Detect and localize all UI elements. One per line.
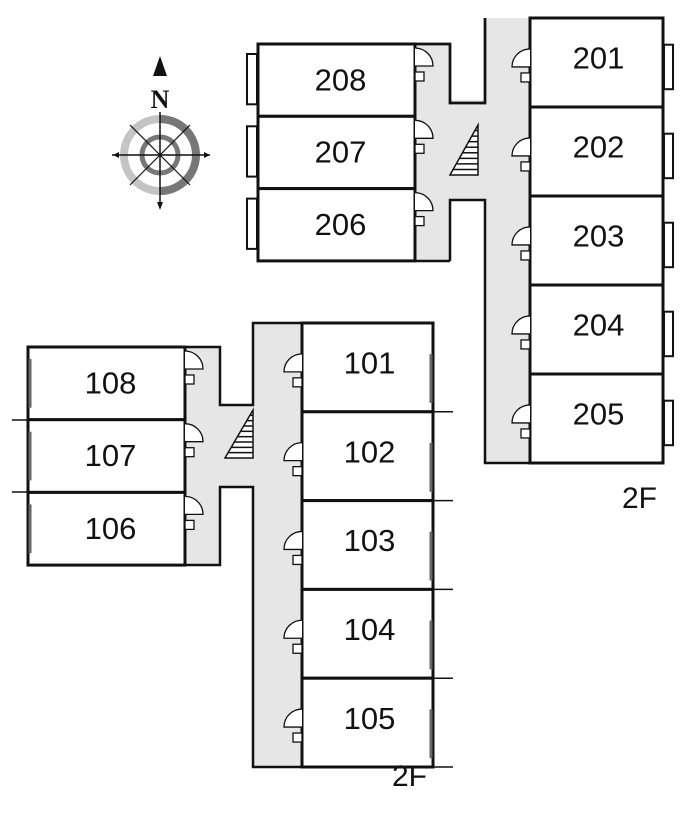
room-number: 204 [573, 308, 625, 343]
door-icon [184, 495, 204, 531]
room-number: 105 [344, 701, 396, 736]
north-label: N [151, 85, 170, 114]
balcony [663, 43, 674, 91]
room-202: 202 [511, 105, 674, 198]
door-icon [414, 119, 434, 154]
room-106: 106 [26, 490, 204, 567]
room-108: 108 [26, 345, 204, 422]
room-203: 203 [511, 194, 674, 287]
balcony [663, 399, 674, 447]
room-number: 203 [573, 219, 625, 254]
room-number: 201 [573, 41, 625, 76]
door-icon [511, 226, 531, 261]
floor-label-lower: 2F [392, 760, 427, 793]
room-number: 102 [344, 434, 396, 469]
balcony [246, 125, 258, 178]
balcony [663, 132, 674, 180]
door-icon [511, 137, 531, 172]
room-206: 206 [246, 187, 434, 263]
room-204: 204 [511, 283, 674, 376]
room-number: 205 [573, 397, 625, 432]
room-208: 208 [246, 42, 434, 118]
door-icon [283, 619, 303, 654]
floor-label-upper: 2F [622, 482, 657, 515]
balcony [246, 53, 258, 106]
room-number: 208 [315, 62, 367, 97]
room-number: 104 [344, 612, 396, 647]
room-102: 102 [283, 410, 453, 503]
door-icon [414, 47, 434, 82]
room-101: 101 [283, 321, 453, 414]
room-205: 205 [511, 372, 674, 465]
north-arrow-icon [153, 56, 167, 76]
door-icon [511, 48, 531, 83]
stairs-icon [223, 407, 254, 459]
room-number: 103 [344, 523, 396, 558]
room-number: 106 [85, 511, 137, 546]
room-207: 207 [246, 114, 434, 191]
room-number: 108 [85, 366, 137, 401]
door-icon [283, 530, 303, 566]
room-201: 201 [511, 16, 674, 109]
compass-rose: N [112, 56, 210, 210]
balcony [663, 310, 674, 358]
door-icon [511, 404, 531, 439]
door-icon [184, 423, 204, 458]
room-107: 107 [26, 418, 204, 494]
lower-building: 108 107 106 101 102 103 104 105 [12, 321, 453, 769]
door-icon [283, 441, 303, 477]
room-number: 202 [573, 130, 625, 165]
stairs-icon [448, 122, 479, 176]
room-105: 105 [283, 676, 453, 769]
door-icon [511, 315, 531, 350]
room-number: 107 [85, 438, 137, 473]
upper-building: 208 207 206 201 202 203 204 205 [246, 16, 674, 465]
balcony [663, 221, 674, 269]
door-icon [283, 353, 303, 388]
door-icon [283, 708, 303, 743]
room-104: 104 [283, 587, 453, 680]
room-number: 101 [344, 346, 396, 381]
room-number: 206 [315, 207, 367, 242]
room-number: 207 [315, 135, 367, 170]
door-icon [184, 350, 204, 385]
door-icon [414, 191, 434, 227]
room-103: 103 [283, 499, 453, 591]
balcony [246, 197, 258, 250]
